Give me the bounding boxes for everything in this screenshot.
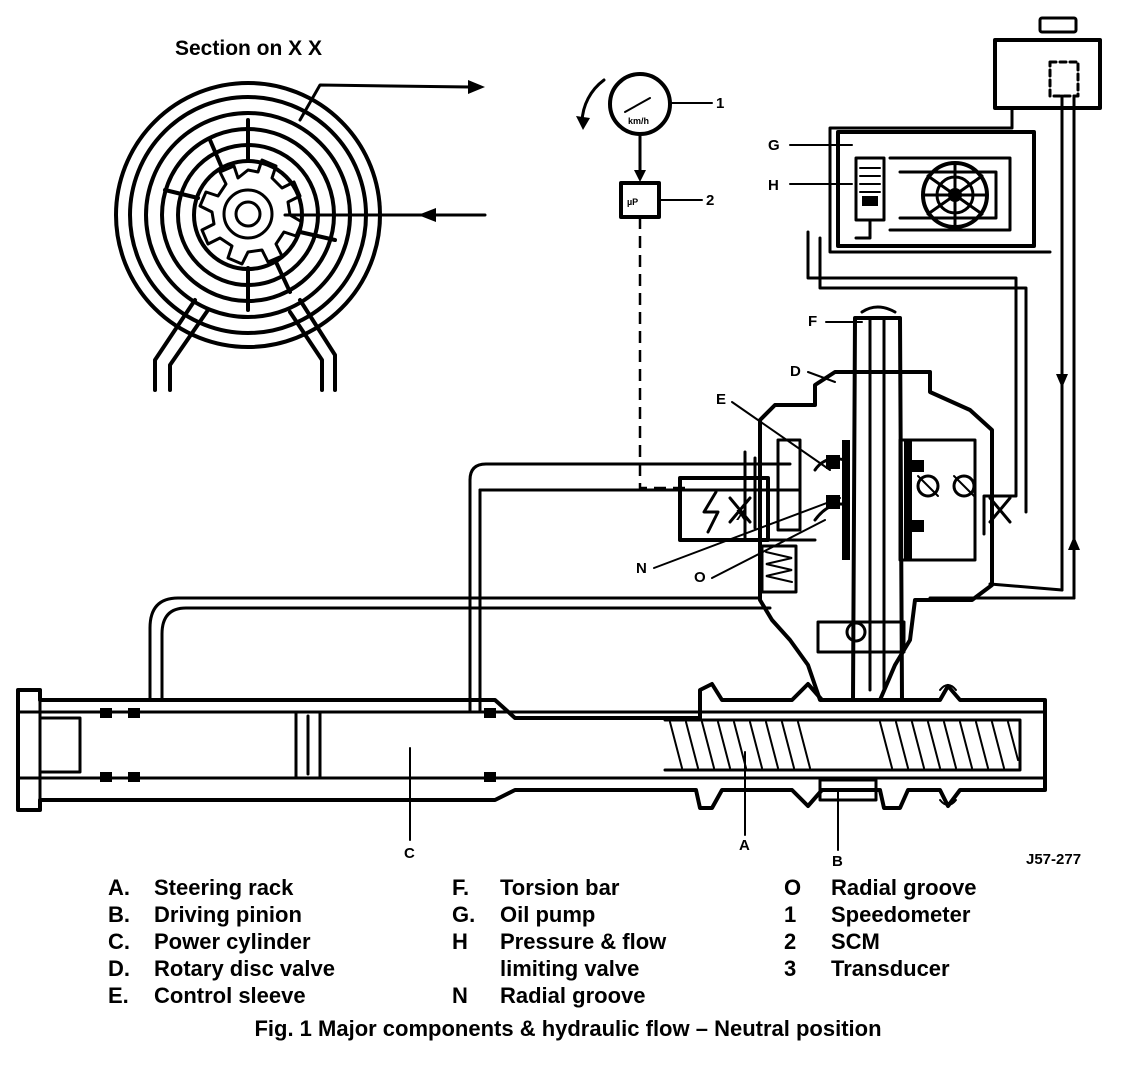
legend-item: limiting valve: [500, 956, 640, 981]
gauge-unit: km/h: [628, 116, 649, 126]
callout-1: 1: [716, 95, 724, 112]
callout-a: A: [739, 837, 750, 854]
hydraulic-lines: [148, 230, 1080, 714]
callout-2: 2: [706, 192, 714, 209]
callout-h: H: [768, 177, 779, 194]
callout-d: D: [790, 363, 801, 380]
valve-housing: [743, 305, 994, 702]
section-marker-left: X: [736, 507, 746, 524]
legend-item: B.Driving pinion: [108, 902, 302, 927]
scm-box-label: µP: [627, 197, 638, 207]
transducer: X: [678, 476, 1012, 542]
callout-n: N: [636, 560, 647, 577]
callout-g: G: [768, 137, 780, 154]
section-view: [114, 80, 487, 392]
callout-f: F: [808, 313, 817, 330]
legend-item: C.Power cylinder: [108, 929, 311, 954]
oil-pump: G H: [768, 130, 1036, 248]
figure-caption: Fig. 1 Major components & hydraulic flow…: [254, 1016, 882, 1041]
reservoir: [828, 16, 1102, 600]
scm-box: µP 2: [619, 181, 714, 490]
rack-callouts: A B C: [404, 747, 843, 870]
ref-code: J57-277: [1026, 851, 1081, 868]
legend-item: A.Steering rack: [108, 875, 294, 900]
callout-o: O: [694, 569, 706, 586]
callout-b: B: [832, 853, 843, 870]
speedometer: km/h 1: [576, 72, 724, 182]
legend-item: D.Rotary disc valve: [108, 956, 335, 981]
valve-callouts: F D E N O: [636, 313, 863, 586]
legend-item: E.Control sleeve: [108, 983, 306, 1008]
legend-col-1: A.Steering rack B.Driving pinion C.Power…: [108, 874, 335, 1009]
section-title: Section on X X: [175, 37, 322, 60]
legend-item: G.Oil pump: [452, 902, 596, 927]
callout-c: C: [404, 845, 415, 862]
callout-e: E: [716, 391, 726, 408]
rack-assembly: [16, 682, 1047, 812]
legend-item: F.Torsion bar: [452, 875, 620, 900]
